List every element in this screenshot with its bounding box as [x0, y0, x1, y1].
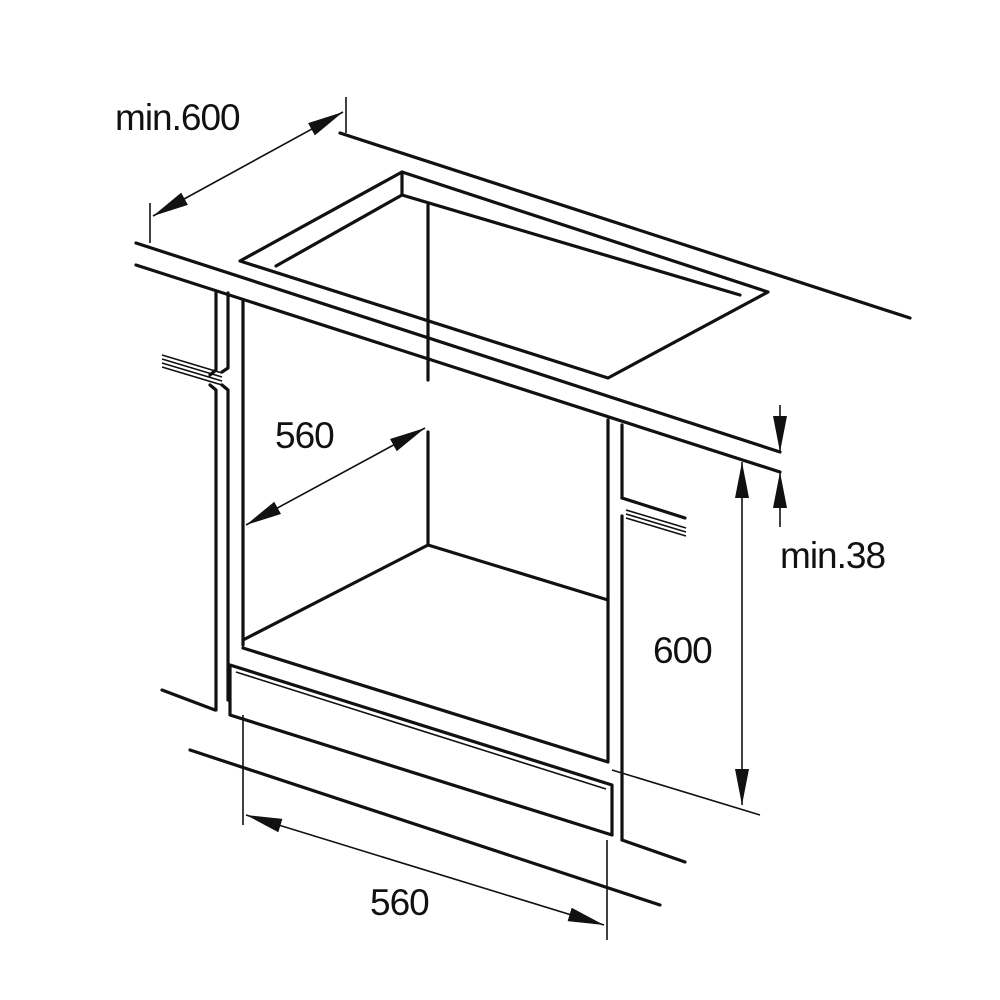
left-cabinet-side	[161, 291, 245, 712]
label-counter-thickness: min.38	[780, 535, 886, 576]
label-counter-depth: min.600	[115, 97, 241, 138]
dimension-lines	[149, 97, 787, 940]
depth560-arrow	[245, 427, 426, 526]
left-hatch	[161, 354, 223, 386]
min600-arrow	[152, 111, 344, 217]
label-niche-height: 600	[653, 630, 713, 671]
hob-cutout	[238, 170, 770, 380]
plinth	[228, 663, 614, 837]
countertop	[134, 131, 912, 474]
right-cabinet-side	[606, 418, 687, 842]
label-niche-width: 560	[370, 882, 430, 923]
label-niche-depth: 560	[275, 415, 335, 456]
niche-floor	[241, 543, 610, 764]
right-hatch	[625, 509, 687, 537]
width560-arrow	[245, 814, 605, 926]
